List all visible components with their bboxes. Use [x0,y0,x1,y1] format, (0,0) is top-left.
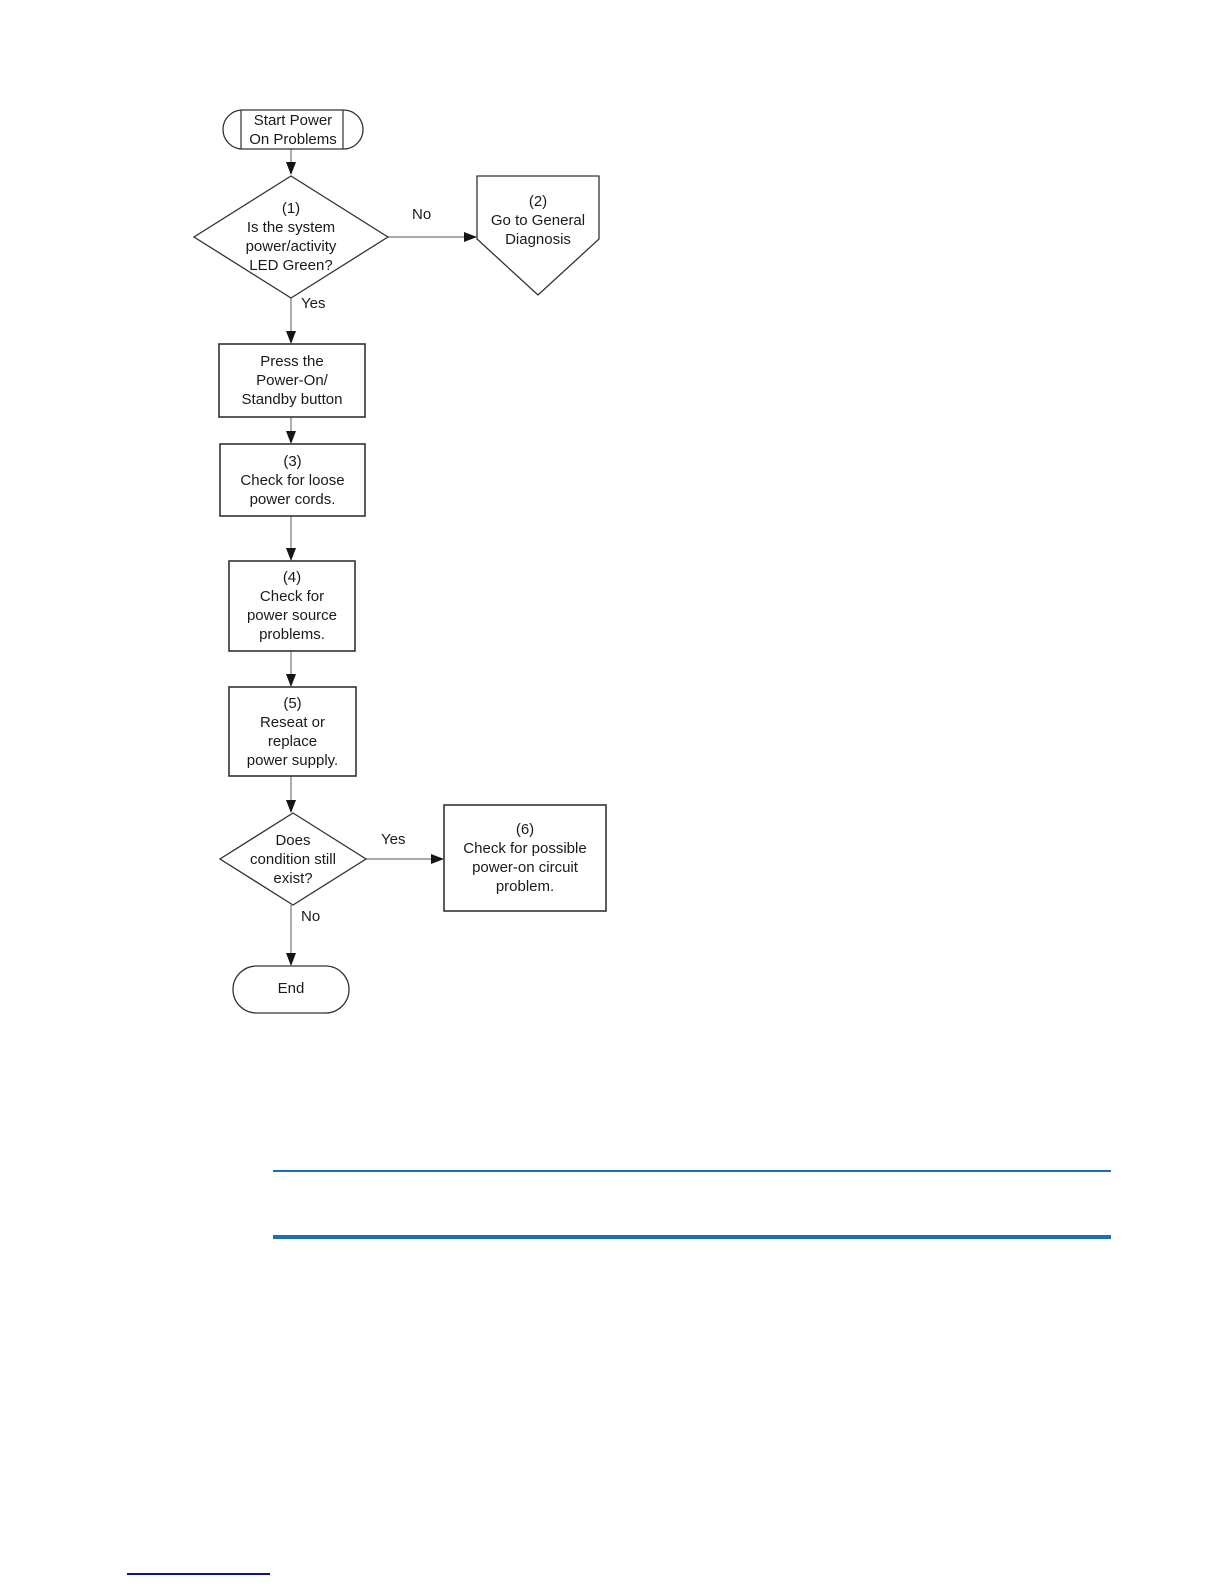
step3-process-shape [219,443,366,517]
step3-process-label: (3) Check for loose power cords. [240,452,345,508]
step5-process-label: (5) Reseat or replace power supply. [246,694,339,769]
press-process-shape [218,343,366,418]
start-terminator-shape [222,109,364,150]
decision1-label: (1) Is the system power/activity LED Gre… [245,200,337,274]
decision2-diamond-shape [218,812,368,906]
edge-label-decision2-no: No [301,908,321,925]
note-rule-bottom [273,1235,1111,1239]
edge-label-decision1-yes: Yes [301,295,326,312]
decision2-label: Does condition still exist? [250,831,336,887]
step5-process-shape [228,686,357,777]
step4-process-label: (4) Check for power source problems. [246,569,338,643]
start-terminator-label: Start Power On Problems [249,112,337,148]
footnote-rule [127,1573,270,1575]
edge-label-decision2-yes: Yes [381,831,406,848]
step2-offpage-connector-shape [476,175,600,296]
step6-process-label: (6) Check for possible power-on circuit … [463,821,587,895]
end-terminator-label: End [277,980,305,997]
note-rule-top [273,1170,1111,1172]
decision1-diamond-shape [192,175,390,299]
end-terminator-shape [232,965,350,1014]
step2-offpage-connector-label: (2) Go to General Diagnosis [490,192,586,248]
step6-process-shape [443,804,607,912]
step4-process-shape [228,560,356,652]
edge-label-decision1-no: No [412,206,432,223]
press-process-label: Press the Power-On/ Standby button [241,353,343,408]
